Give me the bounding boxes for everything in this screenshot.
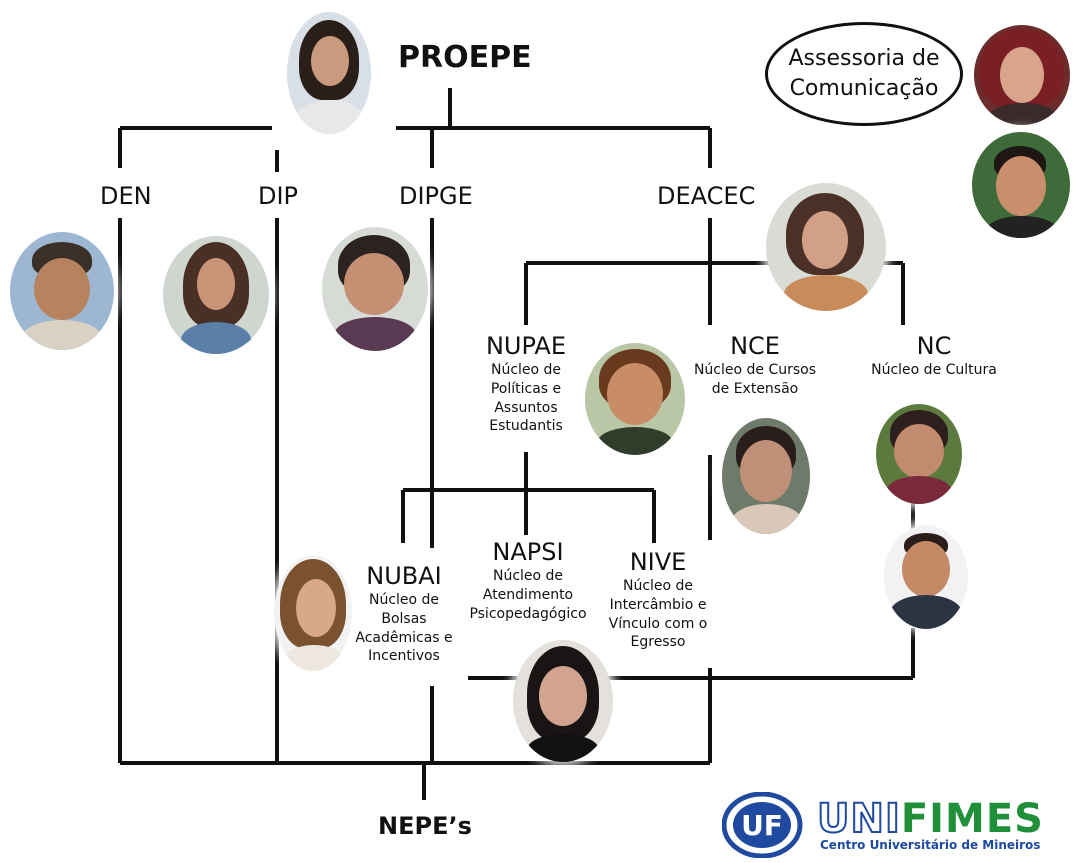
unifimes-logo: UF UNIFIMES Centro Universitário de Mine… <box>722 792 1067 858</box>
assessoria-de-comunicacao-box: Assessoria de Comunicação <box>765 22 963 126</box>
nc-desc-1: Núcleo de Cultura <box>871 361 997 378</box>
portrait-nc-1 <box>876 404 962 504</box>
portrait-nce <box>722 418 810 534</box>
logo-wordmark: UNIFIMES <box>816 795 1044 843</box>
nce-code: NCE <box>730 332 780 360</box>
nive-code: NIVE <box>629 548 687 576</box>
nupae-node: NUPAE Núcleo de Políticas e Assuntos Est… <box>476 332 576 436</box>
nupae-code: NUPAE <box>485 332 567 360</box>
napsi-desc-3: Psicopedagógico <box>469 605 587 622</box>
assessoria-line-2: Comunicação <box>789 76 939 101</box>
portrait-deacec <box>766 183 886 311</box>
nupae-desc-2: Políticas e <box>490 380 562 397</box>
dipge-label: DIPGE <box>399 182 473 210</box>
nive-desc-3: Vínculo com o <box>608 615 708 632</box>
dip-label: DIP <box>258 182 299 210</box>
napsi-code: NAPSI <box>492 538 564 566</box>
assessoria-line-1: Assessoria de <box>788 46 940 72</box>
nce-desc-1: Núcleo de Cursos <box>693 361 817 378</box>
deacec-label: DEACEC <box>657 182 756 210</box>
napsi-desc-2: Atendimento <box>482 586 574 603</box>
nc-code: NC <box>916 332 952 360</box>
nubai-desc-4: Incentivos <box>368 648 440 665</box>
nubai-desc-3: Acadêmicas e <box>355 629 453 646</box>
portrait-nubai <box>274 555 352 671</box>
den-label: DEN <box>100 182 152 210</box>
nive-desc-2: Intercâmbio e <box>609 596 707 613</box>
nubai-desc-1: Núcleo de <box>368 591 440 608</box>
nubai-desc-2: Bolsas <box>381 610 427 627</box>
napsi-desc-1: Núcleo de <box>492 567 564 584</box>
portrait-den <box>10 232 114 350</box>
nive-node: NIVE Núcleo de Intercâmbio e Vínculo com… <box>600 548 716 652</box>
nce-node: NCE Núcleo de Cursos de Extensão <box>680 332 830 399</box>
logo-subtitle: Centro Universitário de Mineiros <box>820 838 1041 852</box>
portrait-nupae <box>585 343 685 455</box>
nupae-desc-4: Estudantis <box>489 418 563 435</box>
nubai-node: NUBAI Núcleo de Bolsas Acadêmicas e Ince… <box>346 562 462 666</box>
nive-desc-1: Núcleo de <box>622 577 694 594</box>
logo-mark-text: UF <box>741 809 783 842</box>
portrait-assessoria-1 <box>974 25 1070 125</box>
portrait-nc-2 <box>884 525 968 629</box>
portrait-assessoria-2 <box>972 132 1070 238</box>
nupae-desc-3: Assuntos <box>494 399 558 416</box>
nce-desc-2: de Extensão <box>711 380 799 397</box>
portrait-dip <box>163 236 269 354</box>
proepe-title: PROEPE <box>398 40 532 75</box>
nepes-label: NEPE’s <box>378 812 472 840</box>
portrait-napsi <box>513 640 613 762</box>
nc-node: NC Núcleo de Cultura <box>856 332 1012 380</box>
nubai-code: NUBAI <box>366 562 442 590</box>
logo-word-uni: UNI <box>816 795 901 843</box>
unifimes-emblem-icon: UF <box>722 792 803 858</box>
portrait-dipge <box>322 227 428 351</box>
logo-word-fimes: FIMES <box>900 796 1044 842</box>
nupae-desc-1: Núcleo de <box>490 361 562 378</box>
nive-desc-4: Egresso <box>630 634 686 651</box>
portrait-proepe <box>287 12 371 134</box>
napsi-node: NAPSI Núcleo de Atendimento Psicopedagóg… <box>466 538 590 623</box>
